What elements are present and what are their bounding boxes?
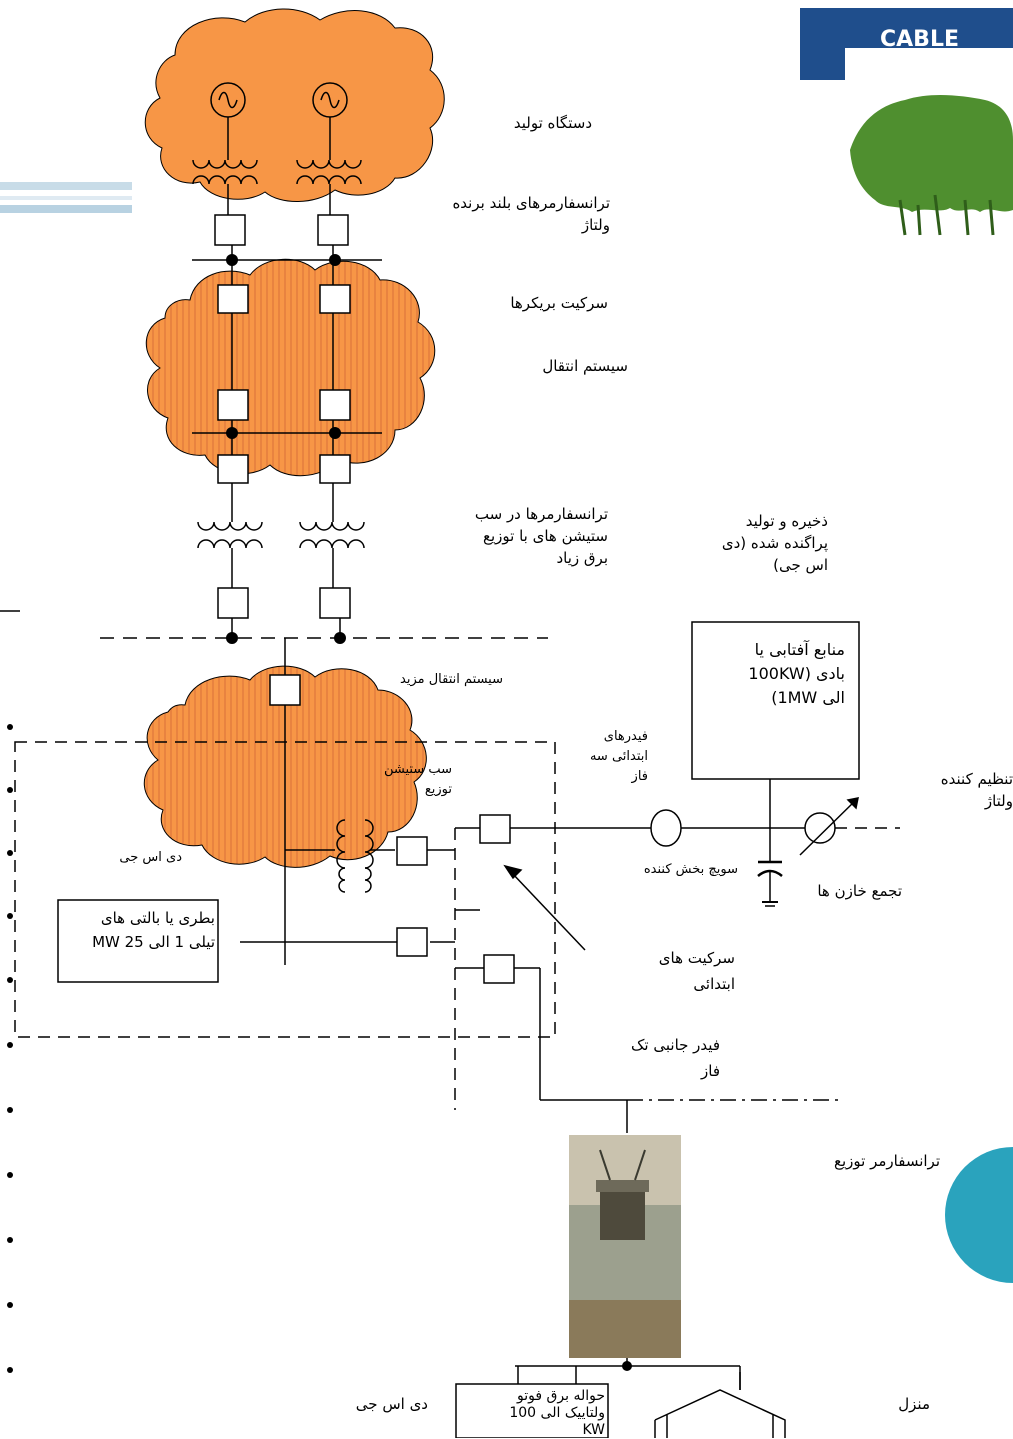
label-substation-transformers: ترانسفارمرها در سب ستیشن های با توزیع بر… — [410, 503, 608, 569]
label-single-phase-lateral: فیدر جانبی تک فاز — [590, 1032, 720, 1084]
label-primary-circuits: سرکیت های ابتدائی — [620, 945, 735, 997]
transmission-cloud — [146, 259, 434, 475]
voltage-regulator-icon — [800, 798, 900, 855]
primary-circuits-arrow — [505, 866, 585, 950]
label-transmission-system: سیستم انتقال — [500, 355, 628, 377]
header-logo-decoration: CABLE — [800, 8, 1013, 90]
solar-wind-box-label: منابع آفتابی یا بادی (100KW الی 1MW) — [705, 638, 845, 710]
label-circuit-breakers: سرکیت بریکرها — [470, 292, 608, 314]
logo-text: CABLE — [880, 27, 959, 52]
label-distribution-substation: سب ستیشن توزیع — [352, 760, 452, 800]
label-sectionalizing-switch: سویچ بخش کننده — [600, 860, 738, 880]
label-step-up-transformers: ترانسفارمرهای بلند برنده ولتاژ — [410, 192, 610, 236]
left-accent-stripes — [0, 182, 132, 213]
label-distribution-transformer: ترانسفارمر توزیع — [780, 1150, 940, 1172]
photovoltaic-box-label: حواله برق فوتو ولتاییک الی 100 KW — [460, 1388, 605, 1439]
substation-transformer-icon — [198, 515, 262, 588]
capacitor-bank-icon — [758, 828, 782, 906]
generation-cloud — [145, 9, 444, 202]
label-dsg-bottom: دی اس جی — [318, 1393, 428, 1415]
teal-decorative-circle — [945, 1147, 1013, 1283]
label-subtransmission-system: سیستم انتقال مزید — [345, 670, 503, 690]
label-dsg-small: دی اس جی — [100, 848, 182, 868]
tree-logo-icon — [850, 95, 1013, 235]
label-voltage-regulator: تنظیم کننده ولتاژ — [900, 768, 1013, 812]
battery-box-label: بطری یا بالتی های تیلی 1 الی 25 MW — [60, 906, 215, 954]
substation-breakers — [218, 588, 350, 638]
left-bullet-column — [0, 611, 20, 1373]
label-home: منزل — [860, 1393, 930, 1415]
label-capacitor-bank: تجمع خازن ها — [790, 880, 902, 902]
sectionalizing-switch-icon — [651, 810, 805, 846]
home-icon — [655, 1372, 785, 1438]
label-primary-feeders: فیدرهای ابتدائی سه فاز — [560, 727, 648, 787]
substation-transformer-icon — [300, 515, 364, 588]
distribution-transformer-photo — [569, 1133, 681, 1358]
label-generation: دستگاه تولید — [460, 112, 592, 134]
label-distributed-storage-generation: ذخیره و تولید پراگنده شده (دی اس جی) — [690, 510, 828, 576]
